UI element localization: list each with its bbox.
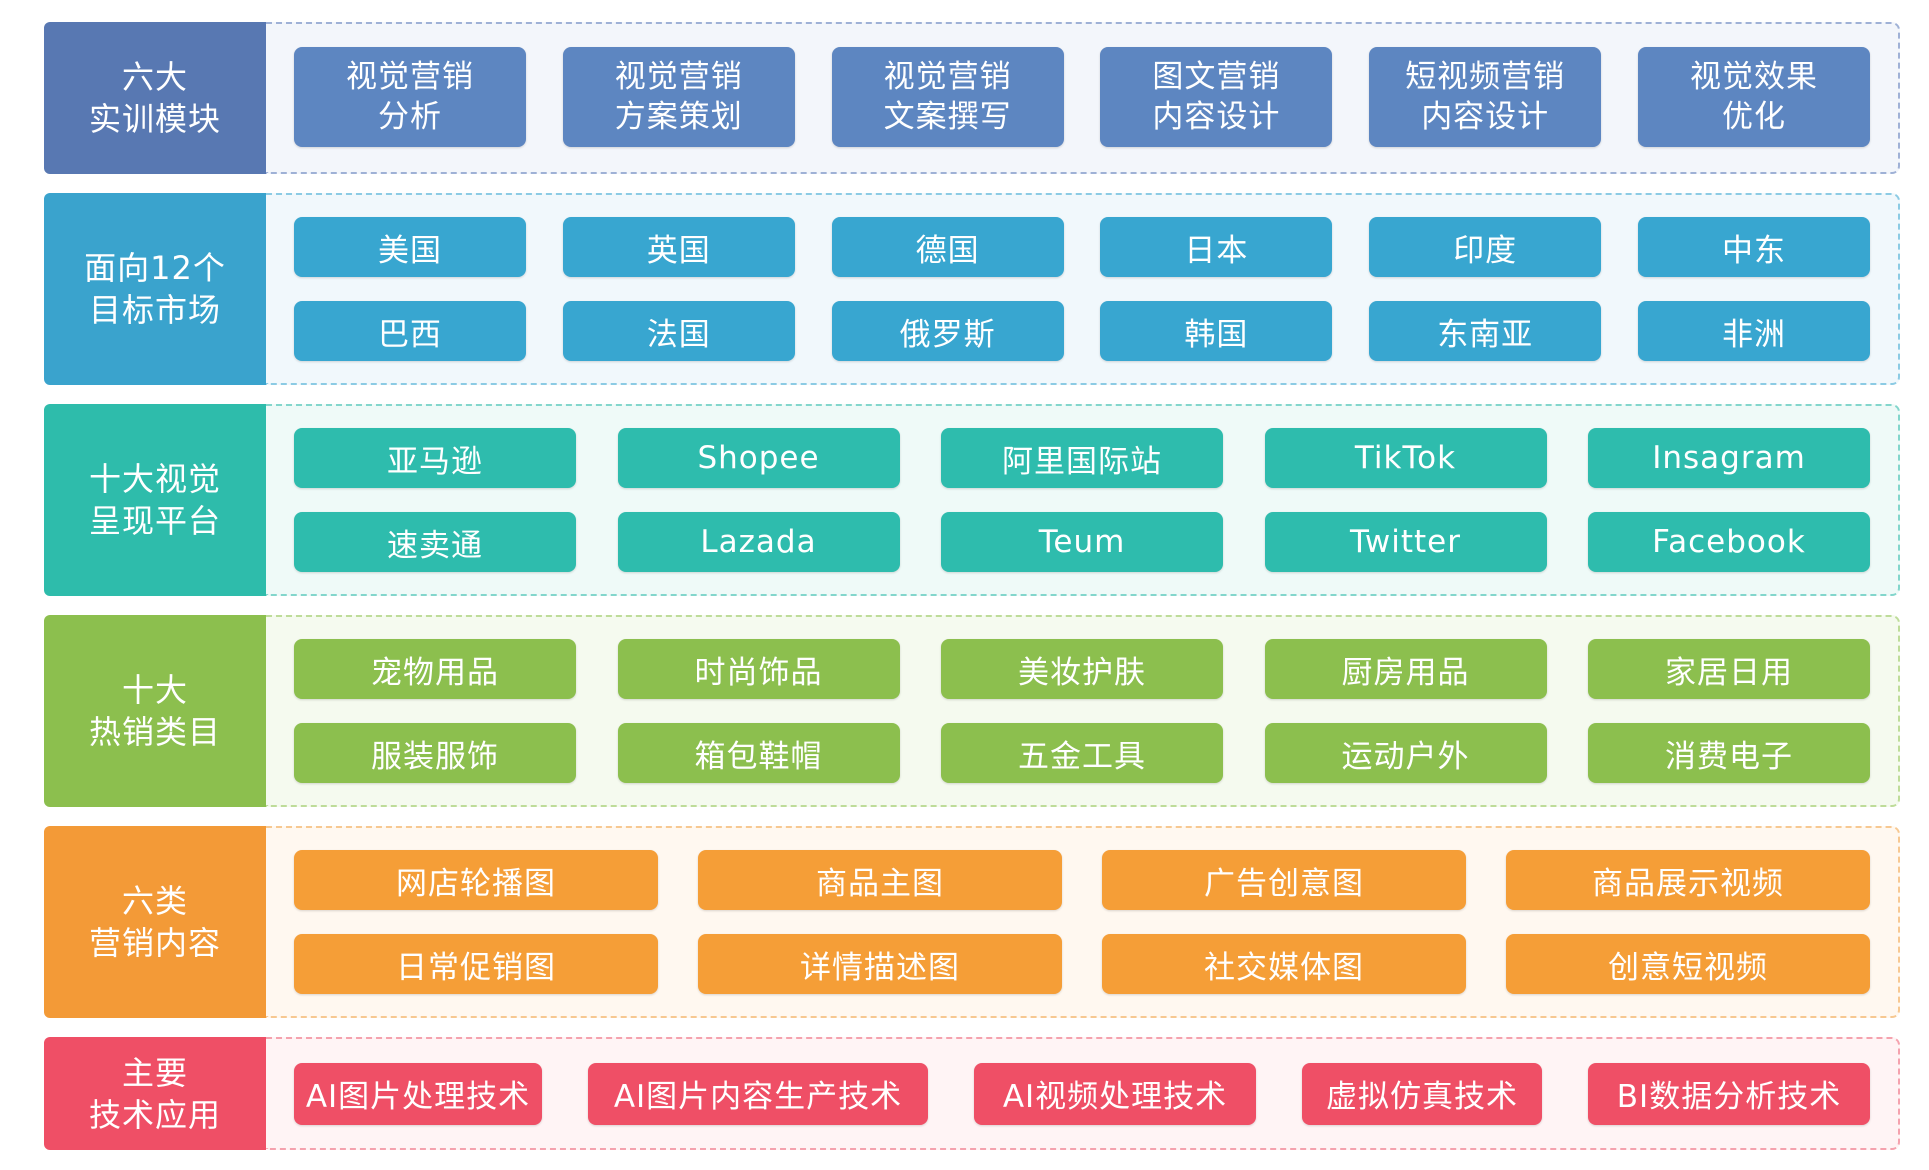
section-label: 六类 营销内容	[44, 826, 266, 1018]
category-item: 消费电子	[1588, 723, 1870, 783]
section-label: 主要 技术应用	[44, 1037, 266, 1150]
content-item: 网店轮播图	[294, 850, 658, 910]
item-line: 视觉营销	[346, 59, 474, 95]
label-line: 六类	[121, 882, 188, 920]
platform-item: Insagram	[1588, 428, 1870, 488]
category-item: 厨房用品	[1264, 639, 1547, 699]
label-line: 面向12个	[84, 249, 226, 287]
tech-item: 虚拟仿真技术	[1302, 1062, 1542, 1125]
category-item: 宠物用品	[294, 639, 576, 699]
market-item: 巴西	[294, 301, 526, 361]
section-label: 面向12个 目标市场	[44, 193, 266, 385]
platform-item: Shopee	[617, 428, 900, 488]
content-item: 详情描述图	[698, 934, 1062, 994]
section-label: 十大视觉 呈现平台	[44, 404, 266, 596]
content-item: 广告创意图	[1102, 850, 1466, 910]
platform-item: Facebook	[1588, 512, 1870, 572]
item-row: 亚马逊 Shopee 阿里国际站 TikTok Insagram	[294, 428, 1870, 488]
market-item: 俄罗斯	[831, 301, 1064, 361]
module-item: 图文营销内容设计	[1100, 47, 1333, 147]
label-line: 十大视觉	[88, 460, 221, 498]
section-panel	[266, 22, 1900, 174]
section-marketing-content: 六类 营销内容 网店轮播图 商品主图 广告创意图 商品展示视频 日常促销图 详情…	[44, 826, 1900, 1018]
item-row: 服装服饰 箱包鞋帽 五金工具 运动户外 消费电子	[294, 723, 1870, 783]
market-item: 印度	[1369, 217, 1602, 277]
item-row: 日常促销图 详情描述图 社交媒体图 创意短视频	[294, 934, 1870, 994]
item-line: 优化	[1721, 99, 1786, 135]
label-line: 热销类目	[88, 713, 221, 751]
market-item: 德国	[831, 217, 1064, 277]
content-item: 社交媒体图	[1102, 934, 1466, 994]
item-row: 视觉营销分析 视觉营销方案策划 视觉营销文案撰写 图文营销内容设计 短视频营销内…	[294, 47, 1870, 147]
category-item: 美妆护肤	[941, 639, 1223, 699]
category-item: 家居日用	[1588, 639, 1870, 699]
item-line: 内容设计	[1421, 99, 1550, 135]
module-item: 视觉营销方案策划	[562, 47, 795, 147]
label-line: 技术应用	[88, 1095, 221, 1134]
category-item: 五金工具	[941, 723, 1223, 783]
item-row: 网店轮播图 商品主图 广告创意图 商品展示视频	[294, 850, 1870, 910]
category-item: 运动户外	[1264, 723, 1547, 783]
item-line: 内容设计	[1152, 99, 1281, 135]
market-item: 英国	[562, 217, 795, 277]
label-line: 十大	[121, 671, 188, 709]
platform-item: 阿里国际站	[941, 428, 1223, 488]
item-line: 图文营销	[1152, 59, 1281, 95]
category-item: 箱包鞋帽	[617, 723, 900, 783]
module-item: 视觉营销分析	[294, 47, 526, 147]
section-categories: 十大 热销类目 宠物用品 时尚饰品 美妆护肤 厨房用品 家居日用 服装服饰 箱包…	[44, 615, 1900, 807]
item-row: AI图片处理技术 AI图片内容生产技术 AI视频处理技术 虚拟仿真技术 BI数据…	[294, 1062, 1870, 1125]
market-item: 法国	[562, 301, 795, 361]
content-item: 日常促销图	[294, 934, 658, 994]
market-item: 中东	[1637, 217, 1870, 277]
market-item: 美国	[294, 217, 526, 277]
label-line: 呈现平台	[88, 502, 221, 540]
platform-item: Lazada	[617, 512, 900, 572]
item-line: 视觉效果	[1689, 59, 1818, 95]
platform-item: 速卖通	[294, 512, 576, 572]
item-line: 视觉营销	[883, 59, 1012, 95]
item-line: 文案撰写	[883, 99, 1012, 135]
section-target-markets: 面向12个 目标市场 美国 英国 德国 日本 印度 中东 巴西 法国 俄罗斯 韩…	[44, 193, 1900, 385]
module-item: 视觉效果优化	[1637, 47, 1870, 147]
section-technologies: 主要 技术应用 AI图片处理技术 AI图片内容生产技术 AI视频处理技术 虚拟仿…	[44, 1037, 1900, 1150]
content-item: 创意短视频	[1506, 934, 1870, 994]
label-line: 主要	[121, 1053, 188, 1092]
module-item: 短视频营销内容设计	[1369, 47, 1602, 147]
platform-item: Teum	[941, 512, 1223, 572]
tech-item: AI图片处理技术	[294, 1062, 542, 1125]
tech-item: AI图片内容生产技术	[588, 1062, 928, 1125]
section-platforms: 十大视觉 呈现平台 亚马逊 Shopee 阿里国际站 TikTok Insagr…	[44, 404, 1900, 596]
item-row: 宠物用品 时尚饰品 美妆护肤 厨房用品 家居日用	[294, 639, 1870, 699]
item-line: 分析	[378, 99, 442, 135]
tech-item: AI视频处理技术	[974, 1062, 1256, 1125]
item-row: 巴西 法国 俄罗斯 韩国 东南亚 非洲	[294, 301, 1870, 361]
item-line: 方案策划	[614, 99, 743, 135]
market-item: 韩国	[1100, 301, 1333, 361]
platform-item: TikTok	[1264, 428, 1547, 488]
item-row: 美国 英国 德国 日本 印度 中东	[294, 217, 1870, 277]
content-item: 商品展示视频	[1506, 850, 1870, 910]
market-item: 东南亚	[1369, 301, 1602, 361]
platform-item: 亚马逊	[294, 428, 576, 488]
content-item: 商品主图	[698, 850, 1062, 910]
label-line: 营销内容	[88, 924, 221, 962]
item-row: 速卖通 Lazada Teum Twitter Facebook	[294, 512, 1870, 572]
category-item: 服装服饰	[294, 723, 576, 783]
market-item: 日本	[1100, 217, 1333, 277]
platform-item: Twitter	[1264, 512, 1547, 572]
section-training-modules: 六大 实训模块 视觉营销分析 视觉营销方案策划 视觉营销文案撰写 图文营销内容设…	[44, 22, 1900, 174]
item-line: 视觉营销	[614, 59, 743, 95]
section-label: 六大 实训模块	[44, 22, 266, 174]
label-line: 目标市场	[88, 291, 221, 329]
tech-item: BI数据分析技术	[1588, 1062, 1870, 1125]
module-item: 视觉营销文案撰写	[831, 47, 1064, 147]
section-label: 十大 热销类目	[44, 615, 266, 807]
label-line: 六大	[121, 58, 188, 96]
market-item: 非洲	[1637, 301, 1870, 361]
label-line: 实训模块	[88, 100, 221, 138]
item-line: 短视频营销	[1405, 59, 1566, 95]
category-item: 时尚饰品	[617, 639, 900, 699]
section-panel	[266, 193, 1900, 385]
